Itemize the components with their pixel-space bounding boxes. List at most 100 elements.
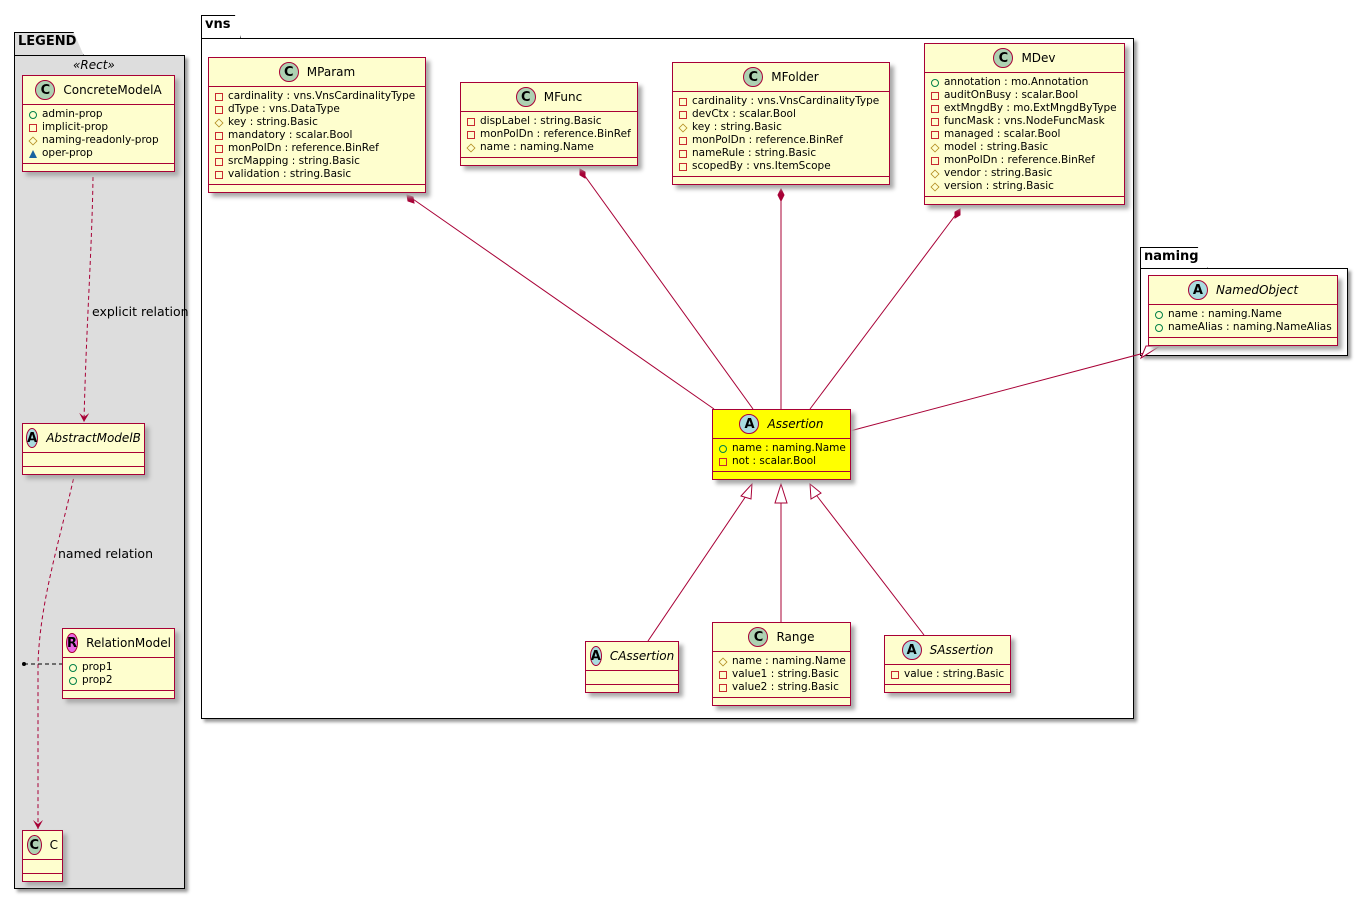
attribute: name : naming.Name — [718, 655, 846, 668]
attribute-text: oper-prop — [42, 147, 93, 159]
class-icon: C — [27, 835, 42, 855]
attribute-text: monPolDn : reference.BinRef — [692, 134, 843, 146]
attribute: value2 : string.Basic — [719, 681, 844, 694]
attribute: version : string.Basic — [930, 180, 1118, 193]
method-list — [461, 158, 637, 165]
legend-package-tab: LEGEND — [14, 32, 84, 56]
attribute-text: mandatory : scalar.Bool — [228, 129, 353, 141]
attribute-text: not : scalar.Bool — [732, 455, 817, 467]
private-visibility-icon — [215, 92, 223, 101]
attribute: model : string.Basic — [930, 141, 1118, 154]
generalization-triangle — [809, 482, 822, 500]
attribute: not : scalar.Bool — [719, 455, 844, 468]
attribute-text: scopedBy : vns.ItemScope — [692, 160, 831, 172]
attribute: monPolDn : reference.BinRef — [931, 154, 1118, 167]
attribute-list — [586, 671, 678, 685]
public-visibility-icon — [931, 78, 939, 87]
abstract-class-icon: A — [26, 428, 39, 448]
method-list — [885, 685, 1010, 692]
class-name: MDev — [1021, 51, 1056, 65]
attribute: dType : vns.DataType — [215, 103, 419, 116]
attribute-text: monPolDn : reference.BinRef — [480, 128, 631, 140]
class-name: RelationModel — [86, 636, 171, 650]
attribute-text: name : naming.Name — [1168, 308, 1282, 320]
attribute-text: nameRule : string.Basic — [692, 147, 817, 159]
private-visibility-icon — [467, 117, 475, 126]
method-list — [586, 685, 678, 692]
attribute-text: dType : vns.DataType — [228, 103, 340, 115]
protected-visibility-icon — [28, 135, 38, 146]
class-icon: C — [515, 87, 536, 107]
attribute: monPolDn : reference.BinRef — [215, 142, 419, 155]
relation-icon: R — [66, 633, 79, 653]
attribute: implicit-prop — [29, 121, 168, 134]
attribute: value1 : string.Basic — [719, 668, 844, 681]
composition-mfunc-assertion — [581, 171, 754, 410]
attribute: devCtx : scalar.Bool — [679, 108, 883, 121]
attribute-text: validation : string.Basic — [228, 168, 352, 180]
class-icon: C — [993, 48, 1014, 68]
generalization-cassertion-assertion — [647, 495, 747, 642]
private-visibility-icon — [679, 136, 687, 145]
class-name: MFolder — [771, 70, 819, 84]
public-visibility-icon — [719, 444, 727, 453]
attribute: prop1 — [69, 661, 168, 674]
attribute-text: cardinality : vns.VnsCardinalityType — [692, 95, 880, 107]
private-visibility-icon — [215, 131, 223, 140]
attribute-text: name : naming.Name — [732, 442, 846, 454]
class-name: CAssertion — [609, 649, 675, 663]
composition-mparam-assertion — [409, 196, 715, 410]
protected-visibility-icon — [214, 117, 224, 128]
attribute-text: value1 : string.Basic — [732, 668, 839, 680]
private-visibility-icon — [29, 123, 37, 132]
attribute: key : string.Basic — [678, 121, 883, 134]
generalization-triangle — [774, 482, 788, 504]
protected-visibility-icon — [930, 168, 940, 179]
vns-package — [201, 38, 1134, 719]
private-visibility-icon — [931, 130, 939, 139]
private-visibility-icon — [931, 91, 939, 100]
attribute: value : string.Basic — [891, 668, 1004, 681]
class-header: C MDev — [925, 44, 1124, 73]
composition-diamond — [579, 168, 586, 179]
attribute-text: annotation : mo.Annotation — [944, 76, 1089, 88]
attribute: monPolDn : reference.BinRef — [467, 128, 631, 141]
attribute: prop2 — [69, 674, 168, 687]
private-visibility-icon — [931, 117, 939, 126]
protected-visibility-icon — [718, 656, 728, 667]
class-name: C — [49, 838, 58, 852]
attribute: auditOnBusy : scalar.Bool — [931, 89, 1118, 102]
attribute-text: name : naming.Name — [480, 141, 594, 153]
named-relation-line — [33, 471, 76, 829]
attribute: nameAlias : naming.NameAlias — [1155, 321, 1332, 334]
private-visibility-icon — [467, 130, 475, 139]
private-visibility-icon — [719, 457, 727, 466]
private-visibility-icon — [215, 170, 223, 179]
attribute-list — [23, 860, 62, 874]
generalization-assertion-namedobject — [849, 351, 1149, 432]
attribute-text: value2 : string.Basic — [732, 681, 839, 693]
attribute-text: funcMask : vns.NodeFuncMask — [944, 115, 1105, 127]
